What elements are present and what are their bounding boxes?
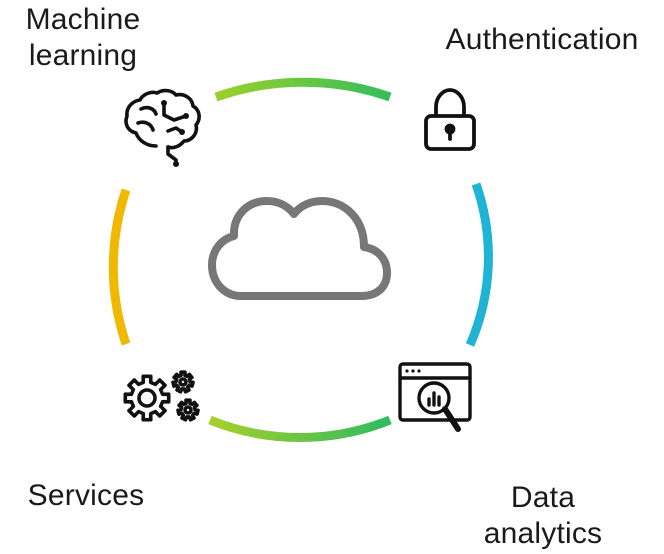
machine-learning-label: Machine learning bbox=[8, 2, 158, 74]
gears-icon bbox=[123, 370, 200, 422]
browser-magnifier-chart-icon bbox=[398, 362, 472, 432]
padlock-icon bbox=[424, 88, 476, 151]
authentication-label-text: Authentication bbox=[445, 23, 639, 56]
arc-bottom bbox=[208, 415, 392, 442]
machine-learning-label-line2: learning bbox=[28, 39, 138, 72]
data-analytics-label-line2: analytics bbox=[483, 517, 603, 550]
arc-left bbox=[108, 188, 131, 346]
services-label-text: Services bbox=[27, 479, 145, 512]
data-analytics-label-line1: Data bbox=[510, 481, 576, 514]
machine-learning-label-line1: Machine bbox=[25, 3, 141, 36]
authentication-label: Authentication bbox=[420, 22, 664, 58]
cloud-icon bbox=[208, 197, 391, 300]
arc-top bbox=[214, 77, 392, 102]
services-label: Services bbox=[6, 478, 166, 514]
brain-circuit-icon bbox=[124, 88, 201, 167]
data-analytics-label: Data analytics bbox=[468, 480, 618, 552]
arc-right bbox=[465, 182, 493, 347]
